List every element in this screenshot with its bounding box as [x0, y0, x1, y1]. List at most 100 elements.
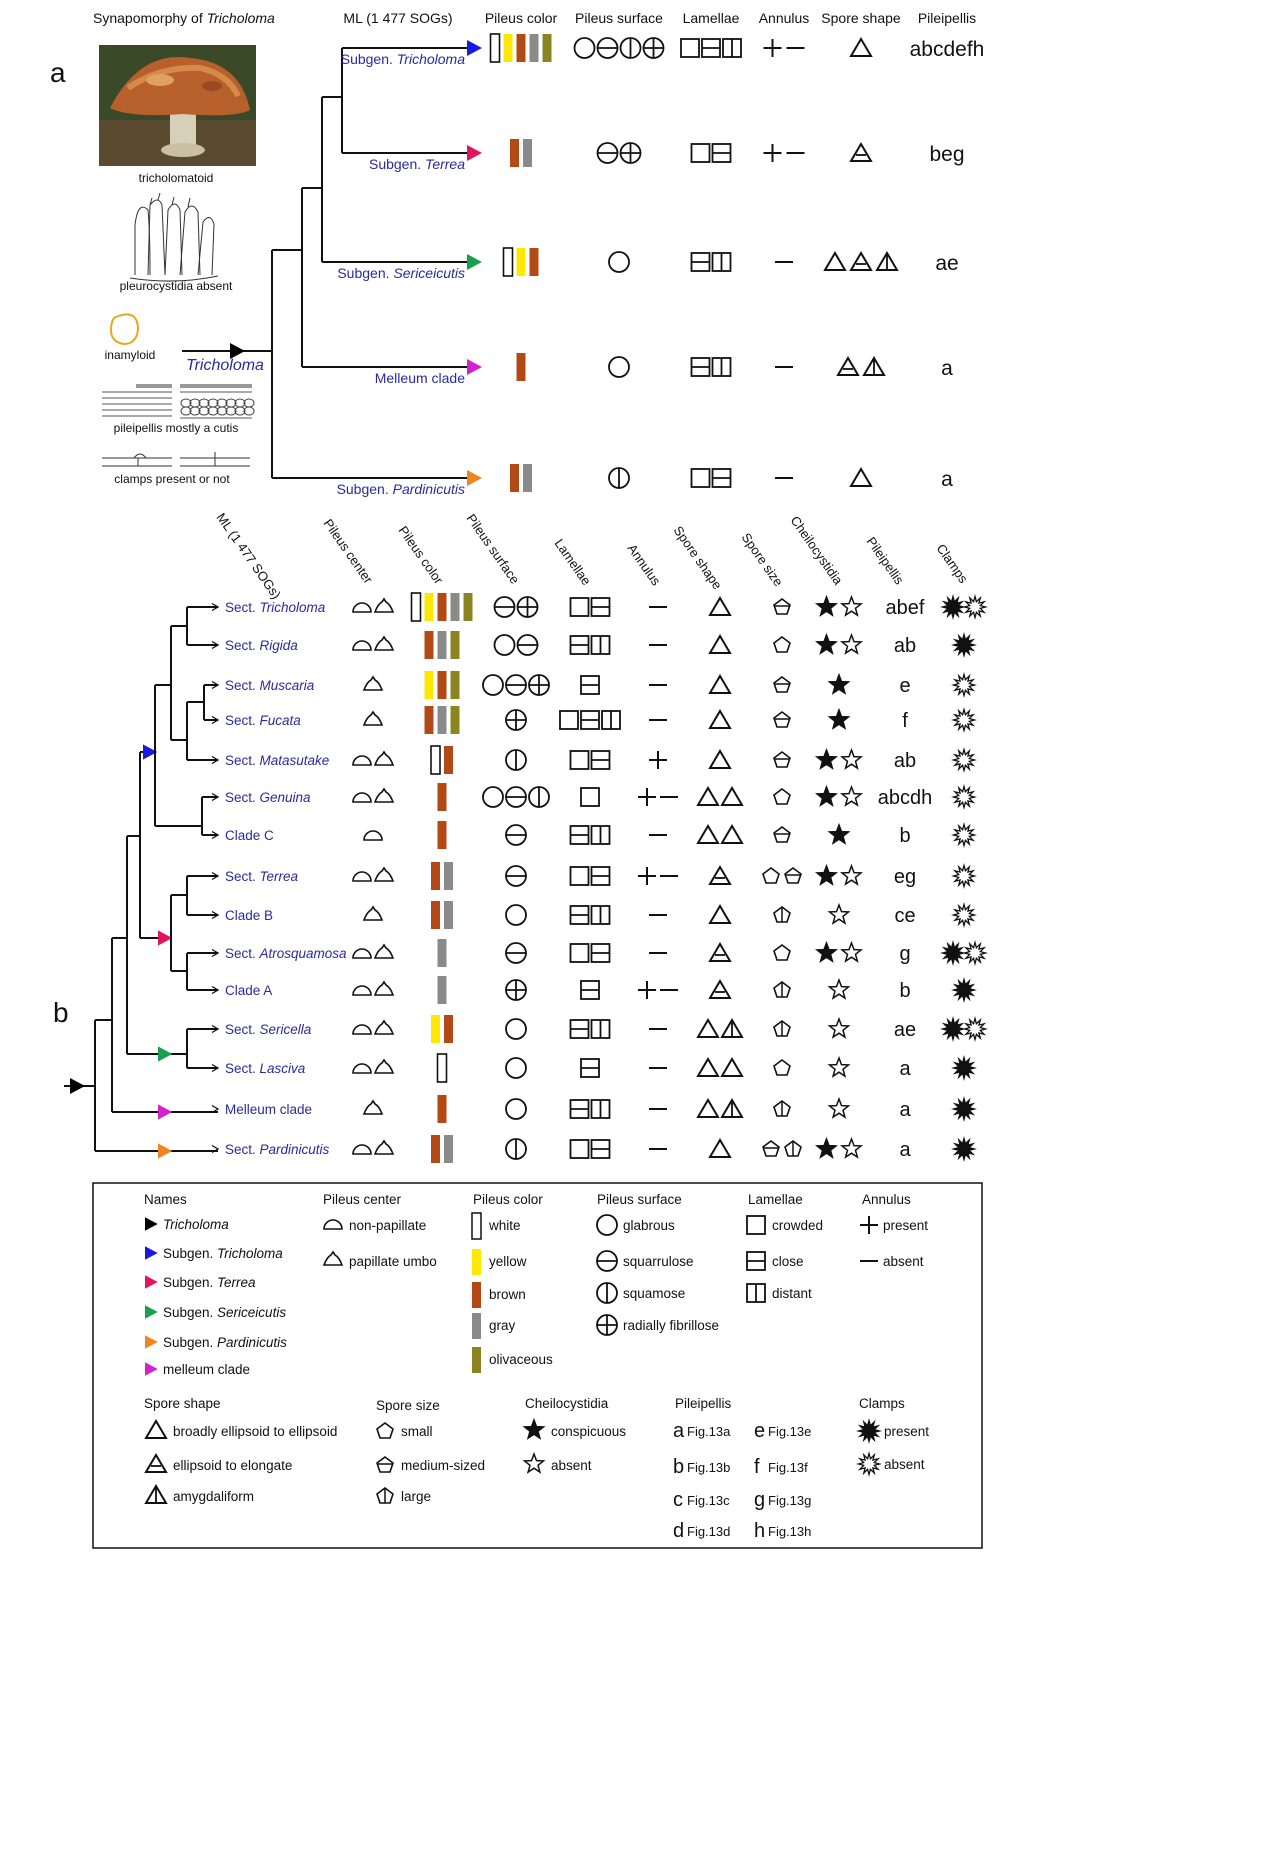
medium-spore-icon: [773, 598, 791, 615]
white-color-bar: [502, 247, 514, 277]
panel-label-a: a: [50, 57, 66, 88]
legend-header-annulus: Annulus: [862, 1192, 911, 1207]
legend-header-pileus-center: Pileus center: [323, 1192, 402, 1207]
taxon-name: Terrea: [260, 869, 299, 884]
white-color-bar: [436, 1053, 448, 1083]
close-lamellae-icon: [580, 710, 600, 730]
squamose-icon: [596, 1282, 618, 1304]
pileipellis-value: e: [899, 675, 910, 697]
crowded-lamellae-icon: [569, 866, 590, 886]
brown-color-bar: [510, 139, 519, 167]
outline-star-icon: [839, 594, 864, 617]
legend-pileipellis-ref: Fig.13a: [687, 1424, 731, 1439]
broadly-ellipsoid-spore-icon: [849, 467, 873, 487]
amygdaliform-spore-icon: [862, 356, 886, 376]
taxon-rank: Subgen.: [337, 265, 393, 281]
taxon-name: Tricholoma: [260, 600, 326, 615]
legend-item-label: absent: [884, 1457, 925, 1472]
clade-row: Sect. Matasutake ab: [211, 745, 978, 775]
legend-header-clamps: Clamps: [859, 1396, 905, 1411]
outline-star-icon: [839, 784, 864, 807]
squamose-icon: [528, 786, 550, 808]
broadly-ellipsoid-spore-icon: [696, 1018, 720, 1038]
brown-color-bar: [437, 783, 447, 811]
close-lamellae-icon: [569, 1099, 590, 1119]
outline-burst-icon: [950, 901, 978, 929]
distant-lamellae-icon: [590, 825, 611, 845]
small-spore-icon: [773, 944, 791, 961]
taxon-rank: Sect.: [225, 1061, 260, 1076]
header-label: ML (1 477 SOGs): [214, 510, 284, 602]
small-spore-icon: [773, 788, 791, 805]
gray-color-bar: [437, 706, 447, 734]
clade-label: Sect. Matasutake: [225, 753, 329, 768]
white-color-bar: [430, 745, 441, 775]
pileipellis-value: ab: [894, 635, 916, 657]
amygdaliform-spore-icon: [144, 1484, 168, 1504]
papillate-umbo-icon: [362, 905, 384, 921]
red-arrow-icon: [158, 930, 173, 946]
clade-label: Sect. Genuina: [225, 790, 311, 805]
clade-label: Clade C: [225, 828, 274, 843]
legend-header-spore-size: Spore size: [376, 1398, 440, 1413]
blue-arrow-icon: [145, 1246, 158, 1260]
filled-star-icon: [827, 672, 851, 695]
crowded-lamellae-icon: [559, 710, 579, 730]
close-lamellae-icon: [569, 635, 590, 655]
red-arrow-icon: [467, 145, 482, 161]
taxon-name: melleum clade: [163, 1362, 250, 1377]
tip-arrow-icon: [211, 715, 220, 725]
large-spore-icon: [773, 1100, 791, 1117]
non-papillate-icon: [363, 830, 383, 841]
title-genus: Tricholoma: [207, 10, 275, 26]
gray-swatch: [472, 1313, 481, 1339]
brown-color-bar: [424, 631, 434, 659]
radially-fibrillose-icon: [528, 674, 550, 696]
crowded-lamellae-icon: [569, 1139, 590, 1159]
outline-star-icon: [827, 1016, 851, 1039]
legend-item-label: large: [401, 1489, 431, 1504]
glabrous-icon: [608, 251, 630, 273]
tip-arrow-icon: [211, 1024, 220, 1034]
legend-name-label: Subgen. Pardinicutis: [163, 1335, 287, 1350]
caption-inamyloid: inamyloid: [105, 348, 156, 362]
cutis-sketch: [102, 384, 255, 419]
blue-arrow-icon: [467, 40, 482, 56]
brown-color-bar: [437, 821, 447, 849]
taxon-name: Fucata: [260, 713, 302, 728]
legend-border: [92, 1182, 983, 1549]
large-spore-icon: [773, 981, 791, 998]
squamose-icon: [619, 37, 642, 59]
outline-burst-icon: [961, 593, 989, 621]
tip-arrow-icon: [211, 680, 220, 690]
taxon-rank: Sect.: [225, 638, 260, 653]
header-label: Spore size: [739, 530, 787, 589]
crowded-lamellae-icon: [569, 943, 590, 963]
broadly-ellipsoid-spore-icon: [720, 824, 744, 844]
legend-pileipellis-ref: Fig.13h: [768, 1524, 811, 1539]
filled-star-icon: [522, 1417, 546, 1440]
tip-arrow-icon: [211, 985, 220, 995]
legend-item-label: broadly ellipsoid to ellipsoid: [173, 1424, 337, 1439]
glabrous-icon: [505, 904, 527, 926]
green-arrow-icon: [158, 1046, 173, 1062]
legend-item-label: absent: [883, 1254, 924, 1269]
pileipellis-value: a: [899, 1139, 911, 1161]
distant-lamellae-icon: [590, 635, 611, 655]
yellow-color-bar: [431, 1015, 440, 1043]
elongate-spore-icon: [708, 865, 732, 885]
brown-color-bar: [444, 1015, 453, 1043]
pileipellis-value: ab: [894, 750, 916, 772]
clade-label: Subgen. Pardinicutis: [337, 481, 465, 497]
filled-star-icon: [814, 1136, 839, 1159]
broadly-ellipsoid-spore-icon: [696, 1098, 720, 1118]
taxon-name: Melleum clade: [225, 1102, 312, 1117]
close-lamellae-icon: [590, 597, 611, 617]
close-lamellae-icon: [701, 38, 721, 58]
outline-star-icon: [827, 1096, 851, 1119]
distant-lamellae-icon: [711, 252, 732, 272]
